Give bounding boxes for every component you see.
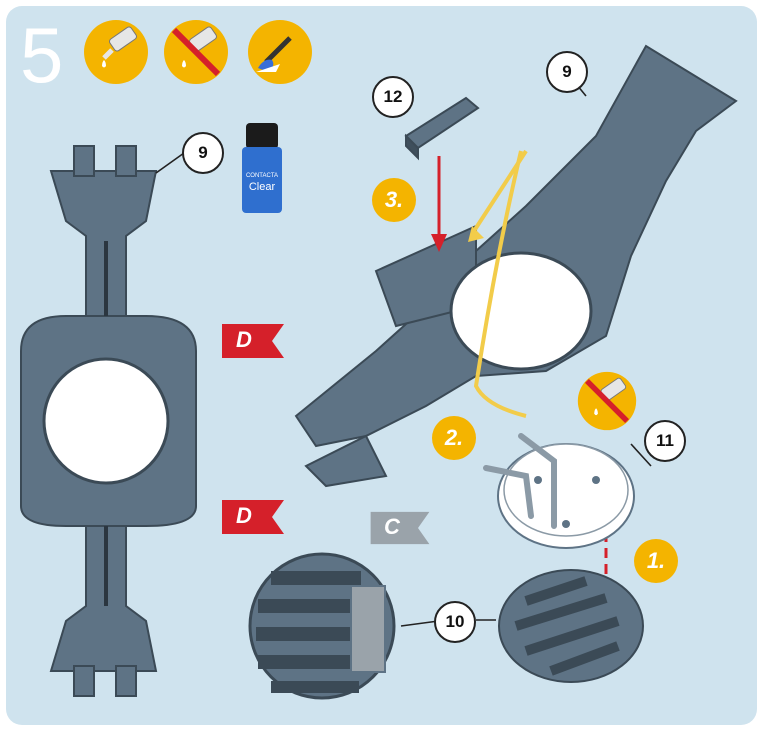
bottle-label-top: CONTACTA: [244, 173, 280, 179]
substep-1-badge: 1.: [634, 539, 678, 583]
callout-part-11: 11: [644, 420, 686, 462]
callout-part-9-right: 9: [546, 51, 588, 93]
part-11-disc: [486, 436, 634, 548]
right-ring-hole: [451, 253, 591, 369]
substep-2-badge: 2.: [432, 416, 476, 460]
callout-part-10: 10: [434, 601, 476, 643]
flag-c: C: [370, 510, 430, 546]
part-10-grille: [499, 570, 643, 682]
step-number: 5: [20, 16, 63, 94]
flag-d-lower-label: D: [236, 503, 252, 529]
bottle-label-main: Clear: [244, 181, 280, 193]
substep-3-badge: 3.: [372, 178, 416, 222]
flag-d-lower: D: [222, 498, 284, 536]
flag-d-upper: D: [222, 322, 284, 360]
brush-paint-icon: [246, 18, 314, 86]
bottle-body: [242, 147, 282, 213]
glue-bottle: CONTACTA Clear: [242, 123, 282, 213]
flag-d-upper-label: D: [236, 327, 252, 353]
no-glue-icon: [162, 18, 230, 86]
glue-drop-icon: [82, 18, 150, 86]
callout-part-9-left: 9: [182, 132, 224, 174]
flag-c-label: C: [384, 514, 400, 540]
no-glue-icon-small: [576, 370, 638, 432]
part-10-zoom: [250, 554, 394, 698]
part-12-piece: [406, 98, 478, 158]
instruction-panel: 5 CONTACTA Clear 9 9 12: [6, 6, 757, 725]
callout-part-12: 12: [372, 76, 414, 118]
left-ring-hole: [44, 359, 168, 483]
bottle-cap: [246, 123, 278, 149]
